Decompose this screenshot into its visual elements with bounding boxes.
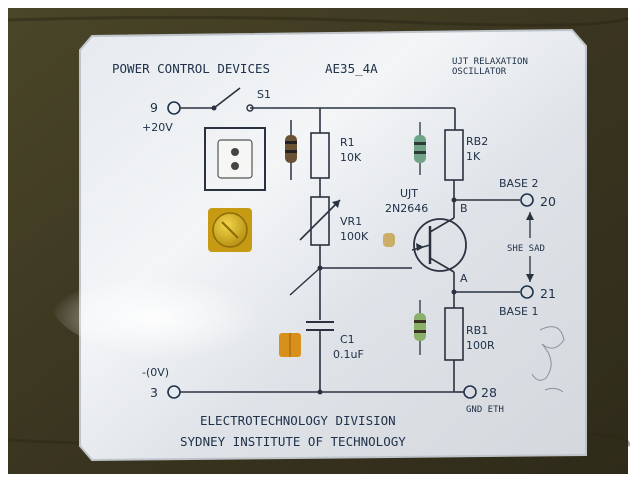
rb2-name: RB2 xyxy=(466,135,488,148)
resistor-body-green-2 xyxy=(414,313,426,341)
vr1-value: 100K xyxy=(340,230,369,243)
panel-subtitle-2: OSCILLATOR xyxy=(452,67,507,77)
pin-b-label: B xyxy=(460,202,468,215)
supply-voltage-label: +20V xyxy=(142,121,173,134)
resistor-body-left xyxy=(285,135,297,163)
rb1-name: RB1 xyxy=(466,324,488,337)
terminal-20 xyxy=(520,193,534,207)
footer-division: ELECTROTECHNOLOGY DIVISION xyxy=(200,413,396,428)
ujt-name: UJT xyxy=(400,187,418,200)
socket-frame xyxy=(204,127,266,191)
panel-subtitle-1: UJT RELAXATION xyxy=(452,57,528,67)
terminal-20-label: 20 xyxy=(540,194,556,209)
top-rail xyxy=(180,87,456,130)
ujt-part: 2N2646 xyxy=(385,202,428,215)
r1-value: 10K xyxy=(340,151,362,164)
rb2-value: 1K xyxy=(466,150,481,163)
panel-code: AE35_4A xyxy=(325,61,378,76)
base2-label: BASE 2 xyxy=(499,177,539,190)
small-component xyxy=(383,233,395,247)
resistor-body-green xyxy=(414,135,426,163)
gnd-note: GND ETH xyxy=(466,405,504,415)
footer-institute: SYDNEY INSTITUTE OF TECHNOLOGY xyxy=(180,434,406,449)
vr1-name: VR1 xyxy=(340,215,362,228)
terminal-21 xyxy=(520,285,534,299)
rb1-value: 100R xyxy=(466,339,495,352)
pin-a-label: A xyxy=(460,272,468,285)
switch-label: S1 xyxy=(257,88,271,101)
shunt-note: SHE SAD xyxy=(507,244,545,254)
c1-value: 0.1uF xyxy=(333,348,364,361)
switch-socket xyxy=(217,139,253,179)
panel-title: POWER CONTROL DEVICES xyxy=(112,61,270,76)
ground-note: -(0V) xyxy=(142,366,169,379)
terminal-3 xyxy=(167,385,181,399)
terminal-3-label: 3 xyxy=(150,385,158,400)
r1-name: R1 xyxy=(340,136,355,149)
pencil-marks xyxy=(531,326,565,393)
terminal-21-label: 21 xyxy=(540,286,556,301)
terminal-9-label: 9 xyxy=(150,100,158,115)
c1-name: C1 xyxy=(340,333,355,346)
ujt-symbol xyxy=(413,218,467,272)
light-glare xyxy=(50,240,350,360)
terminal-28-label: 28 xyxy=(481,385,497,400)
base1-label: BASE 1 xyxy=(499,305,539,318)
